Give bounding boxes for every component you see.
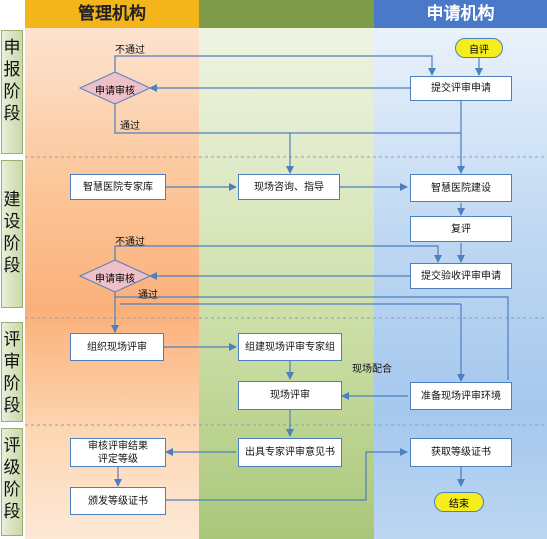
- fail-label-2: 不通过: [115, 237, 145, 248]
- hospital-build-box: 智慧医院建设: [410, 174, 512, 202]
- stage-char: 段: [3, 396, 21, 416]
- stage-char: 阶: [3, 374, 21, 394]
- header-applicant-org: 申请机构: [374, 0, 547, 28]
- stage-char: 报: [3, 60, 21, 80]
- stage-char: 段: [3, 256, 21, 276]
- stage-char: 设: [3, 212, 21, 232]
- onsite-consult-box: 现场咨询、指导: [238, 174, 340, 200]
- decision-diamond-2: [78, 259, 152, 293]
- stage-char: 阶: [3, 234, 21, 254]
- onsite-review-box: 现场评审: [238, 381, 342, 410]
- pass-label-2: 通过: [138, 290, 158, 301]
- issue-certificate-box: 颁发等级证书: [70, 487, 166, 515]
- stage-char: 级: [3, 458, 21, 478]
- stage-char: 建: [3, 190, 21, 210]
- stage-char: 评: [3, 330, 21, 350]
- start-node: 自评: [455, 38, 503, 58]
- pass-label-1: 通过: [120, 121, 140, 132]
- arrows: [111, 55, 509, 501]
- fail-label-1: 不通过: [115, 45, 145, 56]
- issue-opinion-box: 出具专家评审意见书: [238, 438, 342, 467]
- prepare-environment-box: 准备现场评审环境: [410, 382, 512, 410]
- stage-review: 评 审 阶 段: [1, 322, 23, 422]
- audit-results-box: 审核评审结果 评定等级: [70, 438, 166, 467]
- org-onsite-review-box: 组织现场评审: [70, 333, 164, 361]
- stage-application: 申 报 阶 段: [1, 30, 23, 154]
- expert-pool-box: 智慧医院专家库: [70, 174, 166, 200]
- end-node: 结束: [434, 492, 484, 512]
- decision-diamond-1: [78, 71, 152, 105]
- stage-construction: 建 设 阶 段: [1, 160, 23, 308]
- cooperate-label: 现场配合: [352, 364, 392, 375]
- re-evaluation-box: 复评: [410, 216, 512, 242]
- header-middle: [199, 0, 374, 28]
- header-management-org: 管理机构: [25, 0, 199, 28]
- form-expert-group-box: 组建现场评审专家组: [238, 333, 342, 361]
- stage-char: 审: [3, 352, 21, 372]
- audit-results-line2: 评定等级: [98, 453, 138, 465]
- apply-audit-2-label: 申请审核: [95, 274, 135, 285]
- stage-char: 申: [3, 38, 21, 58]
- submit-acceptance-box: 提交验收评审申请: [410, 263, 512, 289]
- stage-char: 段: [3, 104, 21, 124]
- stage-rating: 评 级 阶 段: [1, 428, 23, 536]
- submit-review-application-box: 提交评审申请: [410, 76, 512, 101]
- stage-char: 阶: [3, 480, 21, 500]
- stage-char: 评: [3, 436, 21, 456]
- get-certificate-box: 获取等级证书: [410, 438, 512, 467]
- stage-char: 段: [3, 502, 21, 522]
- apply-audit-1-label: 申请审核: [95, 86, 135, 97]
- stage-char: 阶: [3, 82, 21, 102]
- audit-results-line1: 审核评审结果: [88, 440, 148, 452]
